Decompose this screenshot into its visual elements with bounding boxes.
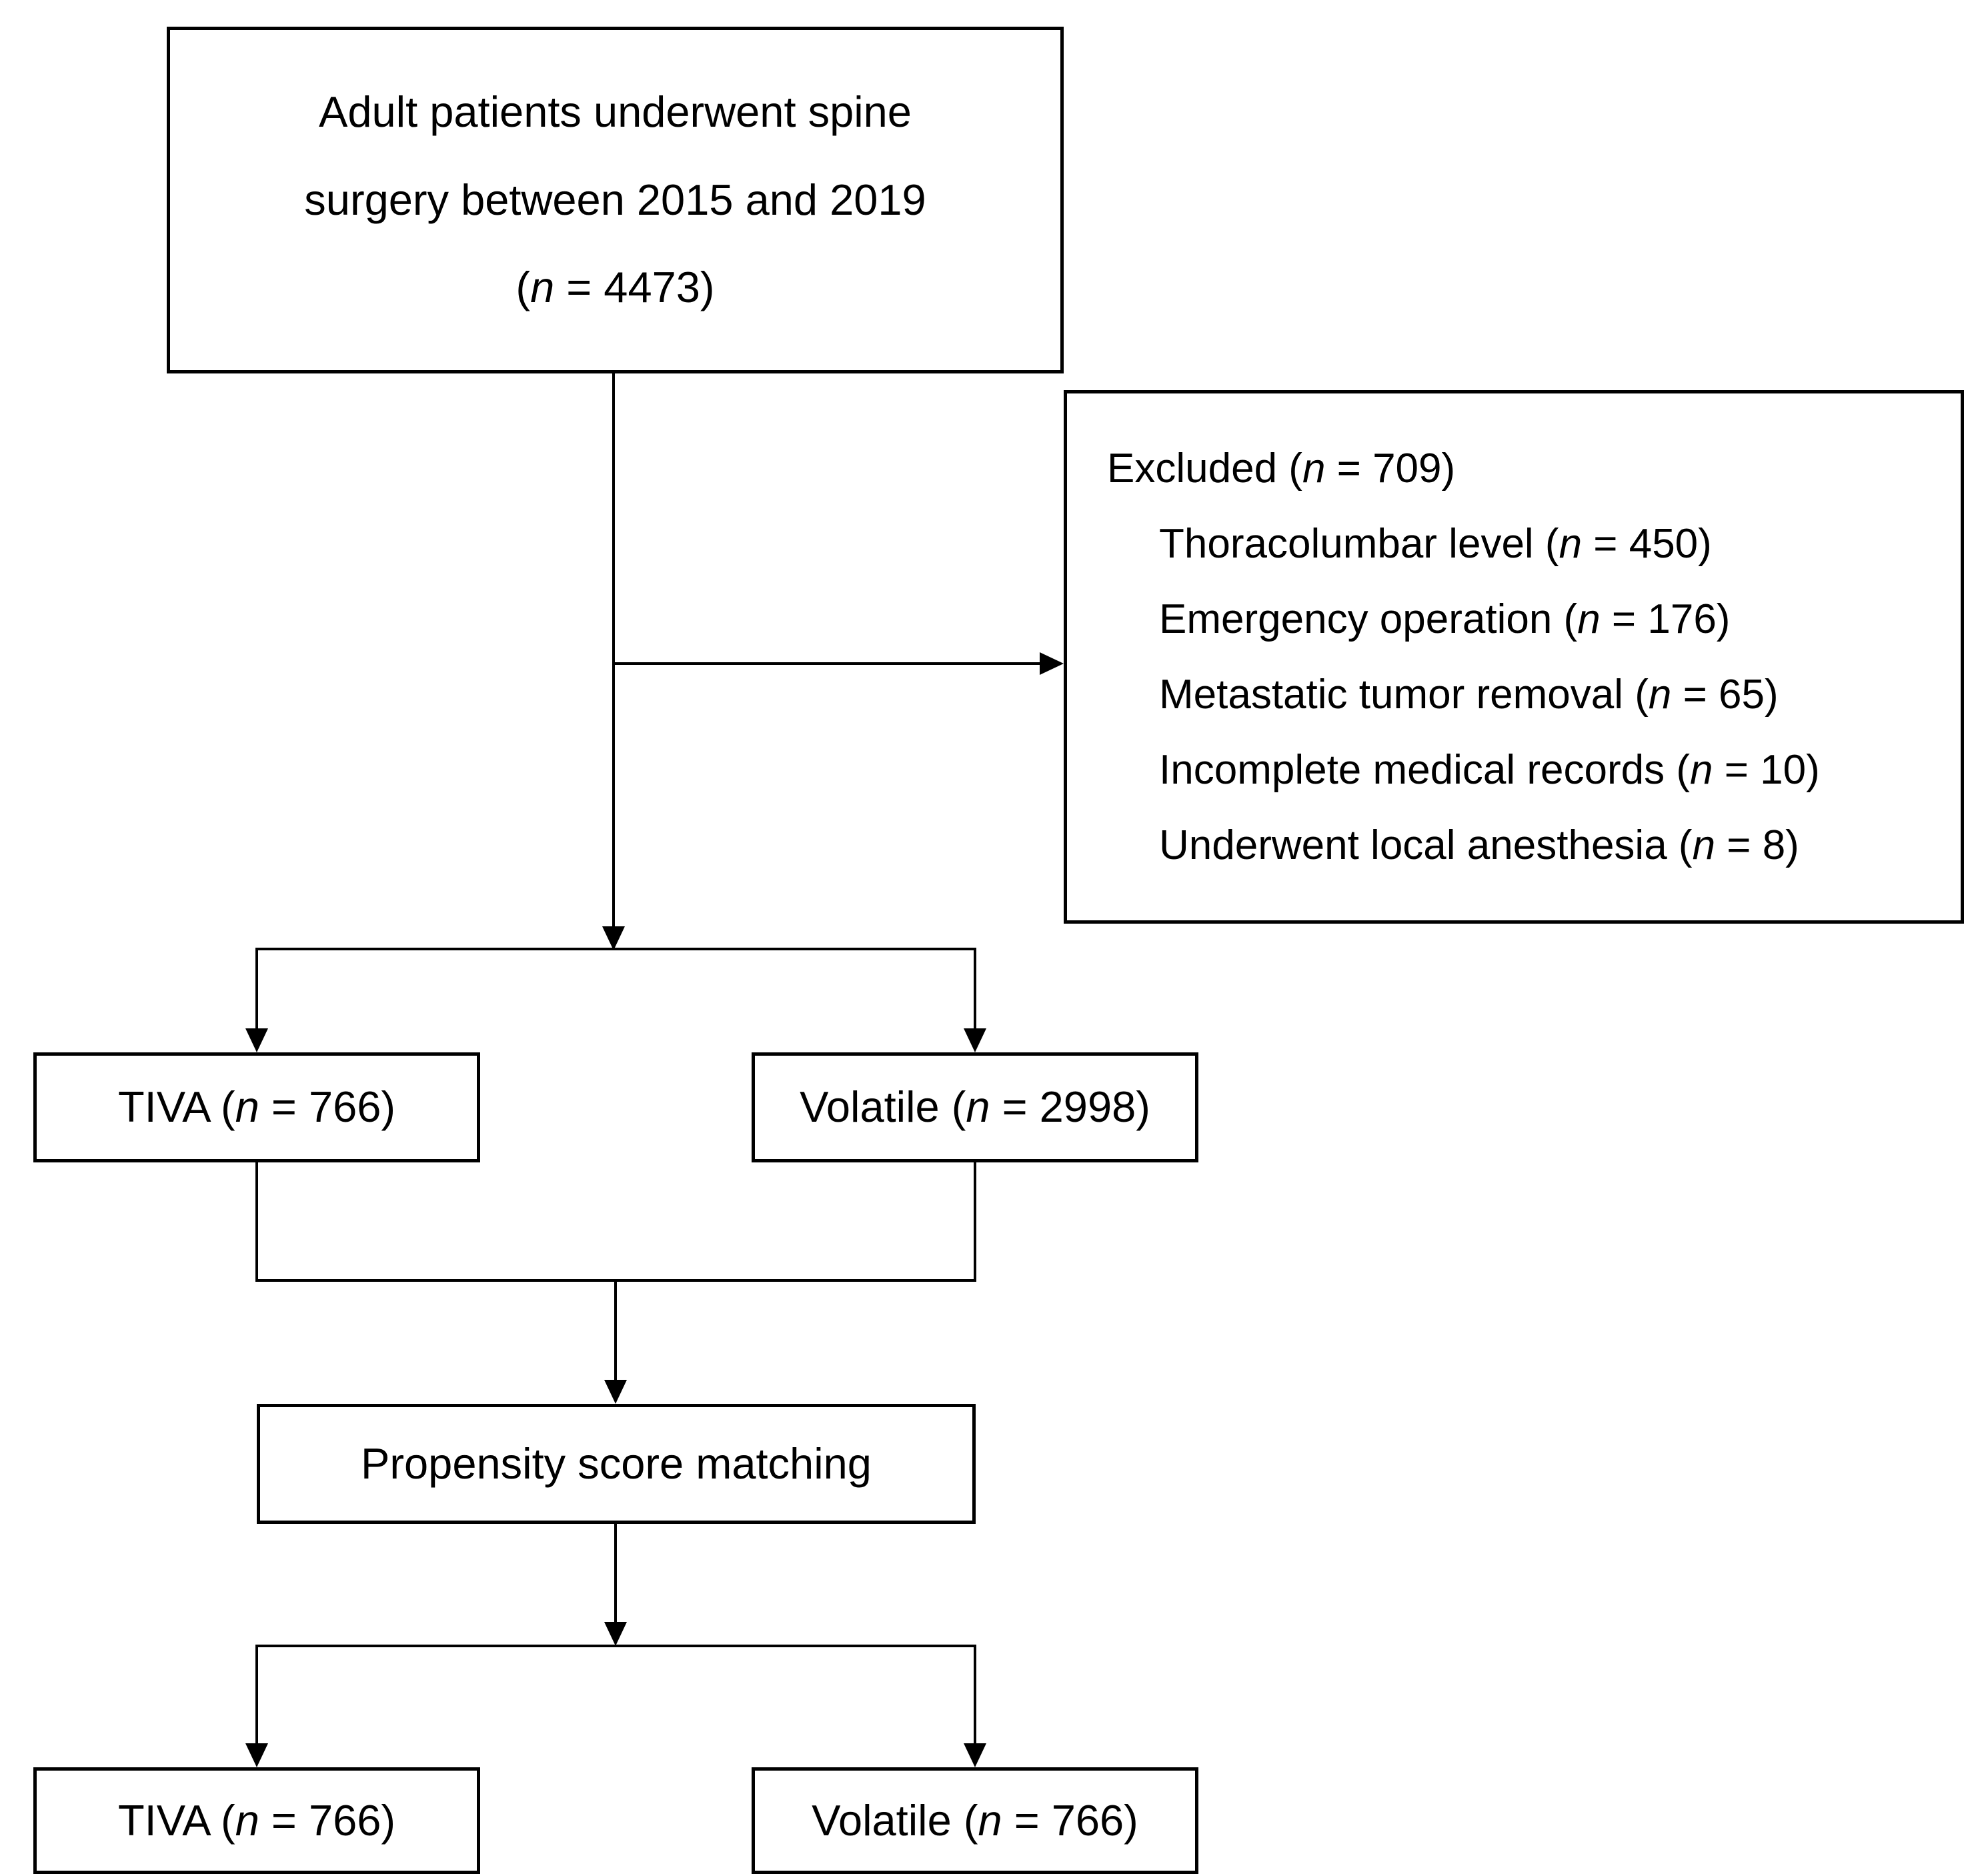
connector-branch-to-tiva-post <box>255 1645 258 1745</box>
connector-enrollment-to-branch <box>612 373 615 932</box>
propensity-matching-box: Propensity score matching <box>257 1404 976 1524</box>
tiva-pre-match-box: TIVA (n = 766) <box>33 1052 480 1162</box>
arrowhead-down-icon <box>245 1743 268 1767</box>
branch-line-pre-match <box>255 948 976 950</box>
volatile-pre-match-box: Volatile (n = 2998) <box>752 1052 1198 1162</box>
connector-matching-to-branch <box>614 1524 617 1624</box>
arrowhead-down-icon <box>964 1743 986 1767</box>
enrollment-line-1: Adult patients underwent spine <box>319 87 912 137</box>
connector-branch-to-volatile-pre <box>974 948 976 1031</box>
arrowhead-down-icon <box>602 926 625 950</box>
enrollment-line-2: surgery between 2015 and 2019 <box>304 175 926 224</box>
volatile-post-match-label: Volatile (n = 766) <box>812 1795 1138 1845</box>
connector-branch-to-volatile-post <box>974 1645 976 1745</box>
enrollment-line-3: (n = 4473) <box>516 262 715 311</box>
arrowhead-down-icon <box>604 1622 627 1646</box>
tiva-post-match-label: TIVA (n = 766) <box>117 1795 396 1845</box>
tiva-post-match-box: TIVA (n = 766) <box>33 1767 480 1874</box>
connector-to-excluded <box>614 662 1044 665</box>
volatile-pre-match-label: Volatile (n = 2998) <box>800 1082 1150 1132</box>
connector-tiva-pre-to-merge <box>255 1162 258 1282</box>
exclusion-item: Emergency operation (n = 176) <box>1159 596 1731 642</box>
arrowhead-down-icon <box>245 1028 268 1052</box>
tiva-pre-match-label: TIVA (n = 766) <box>117 1082 396 1132</box>
excluded-title: Excluded (n = 709) <box>1107 445 1456 492</box>
arrowhead-right-icon <box>1040 652 1064 675</box>
propensity-matching-label: Propensity score matching <box>361 1439 872 1488</box>
enrollment-box: Adult patients underwent spine surgery b… <box>167 27 1064 373</box>
exclusion-item: Incomplete medical records (n = 10) <box>1159 746 1820 793</box>
exclusion-item: Metastatic tumor removal (n = 65) <box>1159 671 1779 718</box>
connector-volatile-pre-to-merge <box>974 1162 976 1282</box>
branch-line-post-match <box>255 1645 976 1647</box>
exclusion-item: Underwent local anesthesia (n = 8) <box>1159 822 1799 868</box>
arrowhead-down-icon <box>964 1028 986 1052</box>
arrowhead-down-icon <box>604 1380 627 1404</box>
excluded-box: Excluded (n = 709) Thoracolumbar level (… <box>1064 390 1964 924</box>
connector-branch-to-tiva-pre <box>255 948 258 1031</box>
connector-merge-to-matching <box>614 1279 617 1381</box>
exclusion-item: Thoracolumbar level (n = 450) <box>1159 520 1712 567</box>
volatile-post-match-box: Volatile (n = 766) <box>752 1767 1198 1874</box>
